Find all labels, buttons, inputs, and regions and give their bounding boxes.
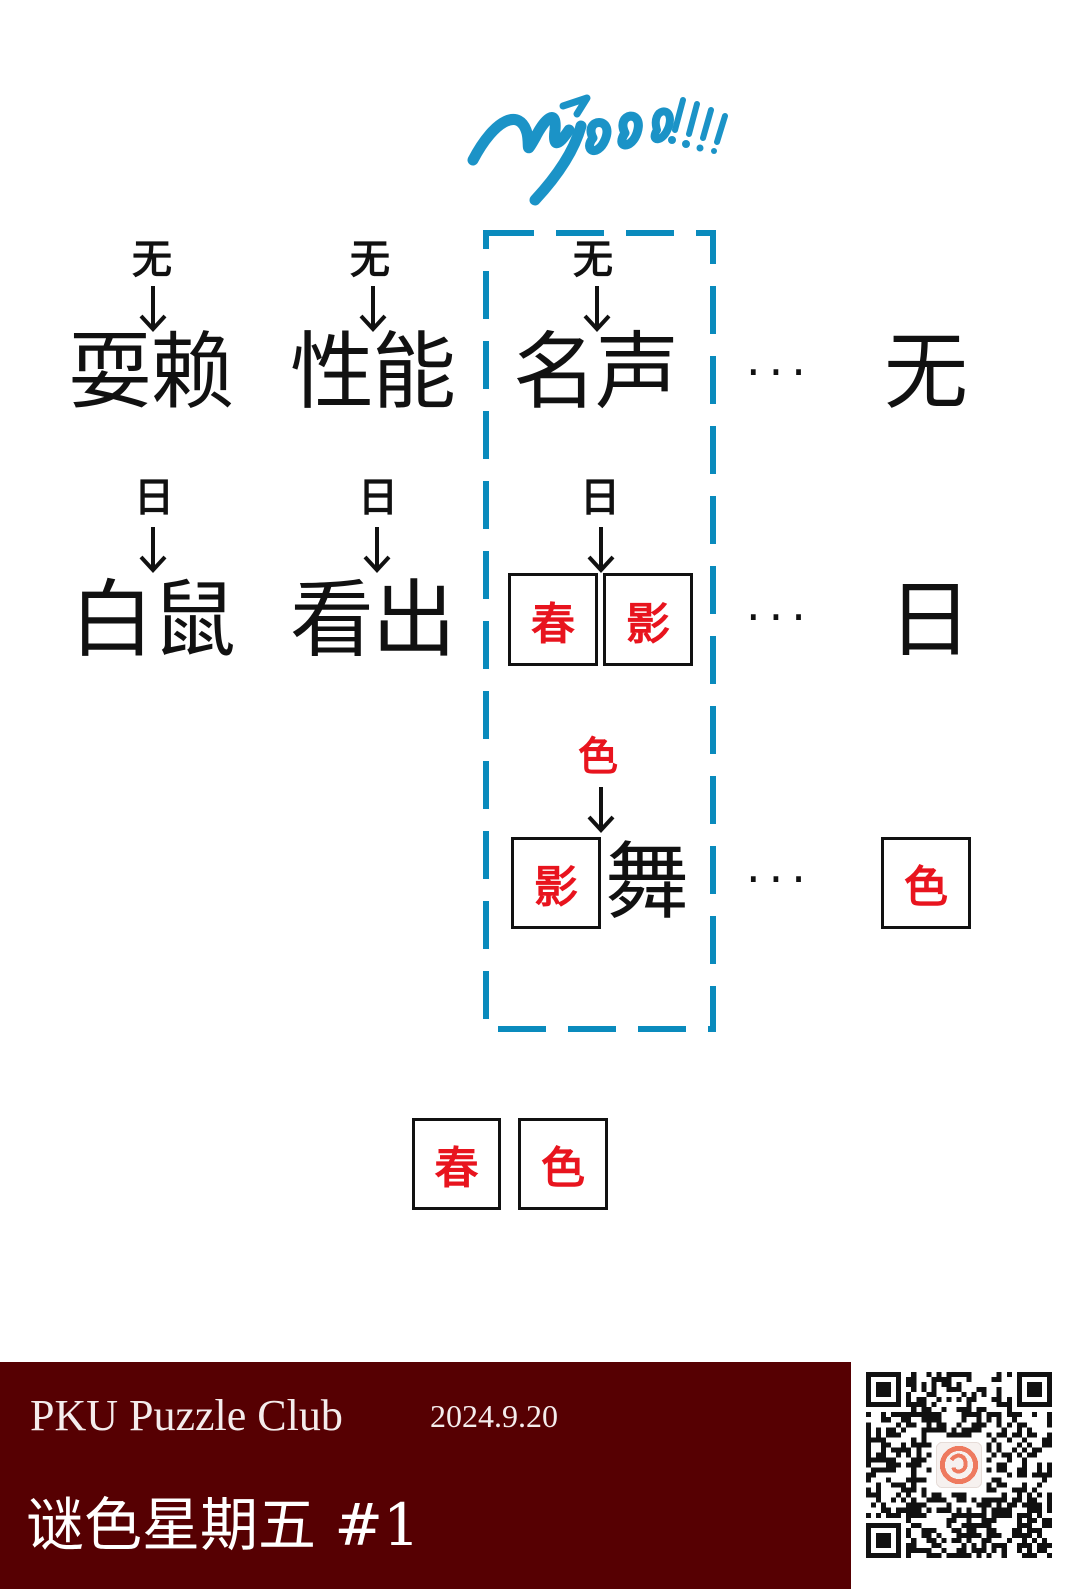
word: 看出 <box>290 571 456 669</box>
hint-char: 无 <box>573 237 613 283</box>
word: 名声 <box>513 323 679 421</box>
hint-char: 无 <box>350 237 390 283</box>
ellipsis: ··· <box>746 590 814 644</box>
down-arrow-icon <box>587 787 615 833</box>
answer-char: 日 <box>888 571 972 669</box>
word: 耍赖 <box>68 323 234 421</box>
highlight-dashed-box <box>483 230 716 1032</box>
char-tile: 影 <box>603 573 693 666</box>
down-arrow-icon <box>139 527 167 573</box>
hint-char: 日 <box>358 475 398 521</box>
word: 性能 <box>290 323 456 421</box>
answer-tile: 色 <box>881 837 971 929</box>
word: 舞 <box>605 833 689 931</box>
hint-char: 日 <box>134 475 174 521</box>
down-arrow-icon <box>583 286 611 332</box>
char-tile: 春 <box>508 573 598 666</box>
date: 2024.9.20 <box>430 1398 558 1434</box>
down-arrow-icon <box>363 527 391 573</box>
hint-char: 无 <box>132 237 172 283</box>
down-arrow-icon <box>359 286 387 332</box>
qr-code-icon <box>866 1372 1052 1558</box>
answer-tile: 色 <box>518 1118 608 1210</box>
hint-char: 色 <box>578 734 618 780</box>
hint-char: 日 <box>580 475 620 521</box>
word: 白鼠 <box>70 571 236 669</box>
down-arrow-icon <box>139 286 167 332</box>
ellipsis: ··· <box>746 852 814 906</box>
answer-char: 无 <box>884 323 968 421</box>
answer-tile: 春 <box>412 1118 501 1210</box>
club-name: PKU Puzzle Club <box>30 1391 343 1440</box>
char-tile: 影 <box>511 837 601 929</box>
down-arrow-icon <box>587 527 615 573</box>
page-title: 谜色星期五 #1 <box>26 1491 420 1559</box>
myoo-logo <box>467 94 728 206</box>
footer-banner <box>0 1362 851 1589</box>
ellipsis: ··· <box>746 345 814 399</box>
